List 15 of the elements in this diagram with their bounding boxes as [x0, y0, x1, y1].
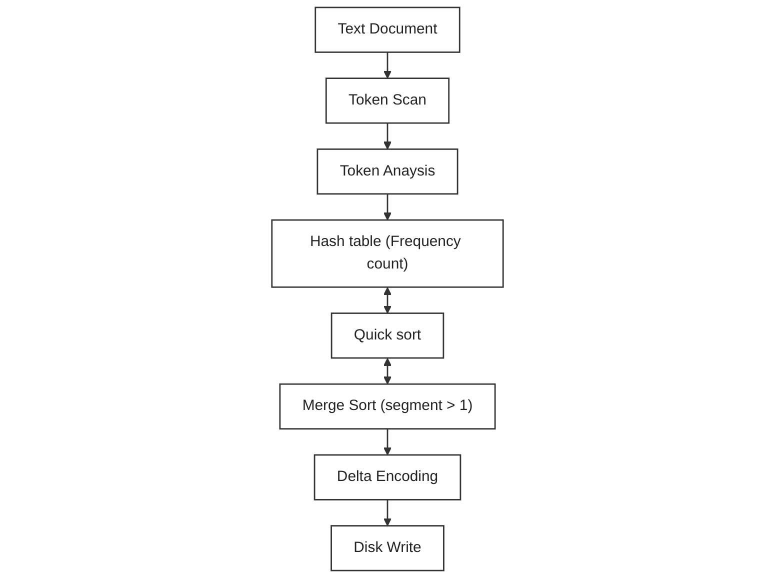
node-box: Token Scan: [325, 78, 450, 124]
arrow: [383, 123, 392, 150]
node-box: Delta Encoding: [314, 454, 462, 500]
node-box: Text Document: [314, 6, 460, 53]
arrow: [383, 52, 392, 79]
node-box: Disk Write: [330, 525, 444, 572]
node-box: Quick sort: [330, 312, 444, 359]
arrow: [383, 287, 392, 314]
node-box: Merge Sort (segment > 1): [279, 383, 496, 430]
arrow: [383, 194, 392, 220]
arrow: [383, 358, 392, 384]
node-box: Hash table (Frequency count): [271, 219, 504, 288]
arrow: [383, 500, 392, 526]
node-box: Token Anaysis: [316, 148, 458, 195]
arrow: [383, 428, 392, 456]
